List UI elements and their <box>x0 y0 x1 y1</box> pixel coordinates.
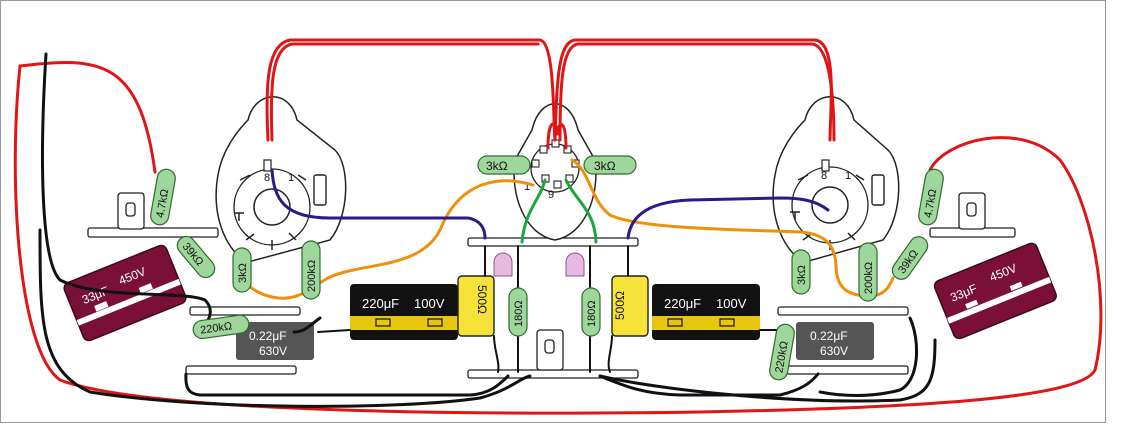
film-cap-right: 0.22μF 630V <box>796 322 874 360</box>
wire-purple <box>270 168 830 240</box>
pin-9-center-label: 9 <box>548 189 554 201</box>
pot-500-left-label: 500Ω <box>475 285 489 314</box>
resistor-3k-right: 3kΩ <box>583 155 637 175</box>
resistor-4k7-right: 4.7kΩ <box>918 168 944 226</box>
film-cap-left-value: 0.22μF <box>249 329 287 343</box>
terminal-strips <box>87 192 1016 379</box>
resistor-200k-right-label: 200kΩ <box>863 262 875 294</box>
film-cap-right-value: 0.22μF <box>810 329 848 343</box>
wire-green <box>520 178 598 244</box>
film-cap-right-voltage: 630V <box>820 344 848 358</box>
resistor-3k-left-tube-label: 3kΩ <box>237 263 249 283</box>
resistor-220k-left-label: 220kΩ <box>199 320 232 336</box>
pot-500-left: 500Ω <box>457 275 495 337</box>
pin-8-left-label: 8 <box>264 172 270 184</box>
resistor-4k7-left-label: 4.7kΩ <box>154 188 171 219</box>
resistor-3k-left-tube: 3kΩ <box>232 247 252 293</box>
resistor-220k-left: 220kΩ <box>192 314 250 340</box>
cap-220uf-right: 220μF 100V <box>652 284 760 340</box>
resistor-180-left: 180Ω <box>508 287 528 337</box>
resistor-3k-right-tube: 3kΩ <box>791 249 811 295</box>
tube-socket-left <box>215 96 347 263</box>
resistor-180-left-label: 180Ω <box>513 300 525 327</box>
pot-500-right-label: 500Ω <box>613 291 627 320</box>
pin-1-center-label: 1 <box>524 181 530 193</box>
pin-8-right-label: 8 <box>821 170 827 182</box>
resistor-4k7-left: 4.7kΩ <box>150 168 176 226</box>
tube-socket-right <box>772 96 900 263</box>
wire-red <box>13 38 1103 415</box>
pot-500-right: 500Ω <box>611 275 649 337</box>
resistor-4k7-right-label: 4.7kΩ <box>922 188 939 219</box>
resistor-200k-left-label: 200kΩ <box>306 260 318 292</box>
wire-black <box>38 52 937 408</box>
resistor-3k-left-label: 3kΩ <box>486 159 508 173</box>
resistor-3k-left: 3kΩ <box>477 155 531 175</box>
cap-220uf-left-voltage: 100V <box>414 296 445 311</box>
led-left <box>493 252 513 277</box>
cap-220uf-right-voltage: 100V <box>716 296 747 311</box>
cap-220uf-right-value: 220μF <box>664 296 701 311</box>
resistor-180-right-label: 180Ω <box>586 300 598 327</box>
resistor-200k-left: 200kΩ <box>301 240 321 300</box>
resistor-3k-right-tube-label: 3kΩ <box>796 265 808 285</box>
pin-1-right-label: 1 <box>845 170 851 182</box>
resistor-220k-right: 220kΩ <box>769 323 795 381</box>
led-right <box>565 252 585 277</box>
resistor-200k-right: 200kΩ <box>858 242 878 302</box>
pin-1-left-label: 1 <box>288 172 294 184</box>
cap-220uf-left: 220μF 100V <box>350 284 458 340</box>
component-leads <box>317 245 791 373</box>
resistor-220k-right-label: 220kΩ <box>773 340 790 374</box>
cap-33uf-right: 33μF 450V <box>933 242 1057 340</box>
resistor-180-right: 180Ω <box>581 287 601 337</box>
film-cap-left-voltage: 630V <box>259 344 287 358</box>
resistor-3k-right-label: 3kΩ <box>594 159 616 173</box>
cap-220uf-left-value: 220μF <box>362 296 399 311</box>
